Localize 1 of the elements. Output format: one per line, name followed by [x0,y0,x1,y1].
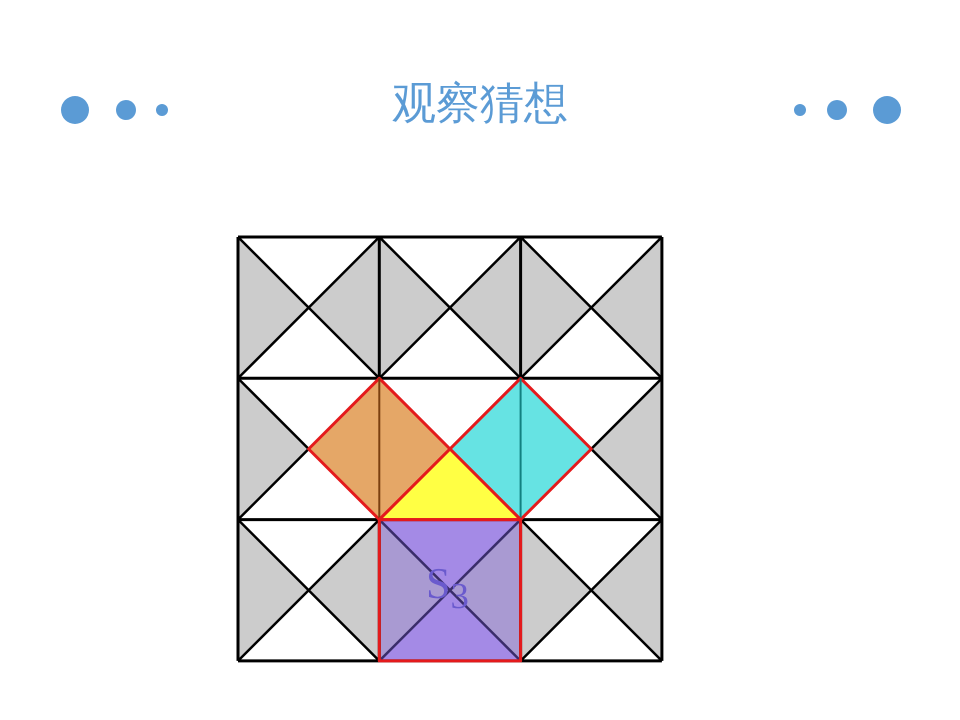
title: 观察猜想 [391,77,569,131]
